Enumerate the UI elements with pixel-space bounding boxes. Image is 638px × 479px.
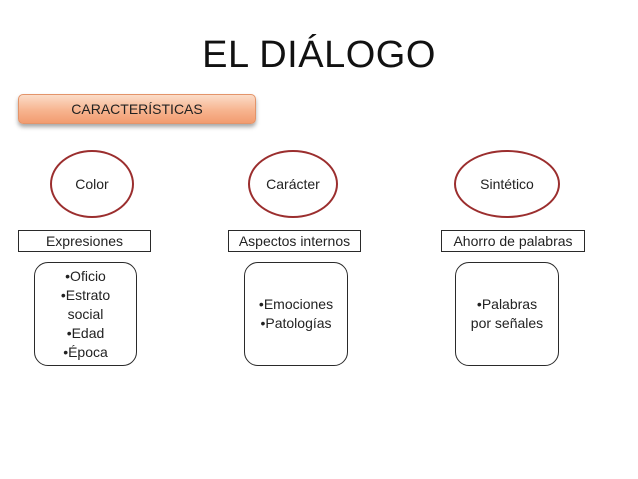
rect-expresiones: Expresiones <box>18 230 151 252</box>
ellipse-color: Color <box>50 150 134 218</box>
list-item: •Oficio <box>65 267 106 284</box>
page-title: EL DIÁLOGO <box>202 34 436 76</box>
ellipse-sintetico: Sintético <box>454 150 560 218</box>
list-item: •Emociones <box>258 296 334 312</box>
box-ahorro-items: •Palabras por señales <box>455 262 559 366</box>
ellipse-caracter: Carácter <box>248 150 338 218</box>
list-item: •Edad <box>66 324 105 341</box>
list-item: •Palabras <box>476 296 538 312</box>
list-item: •Patologías <box>260 315 332 331</box>
rect-ahorro-de-palabras: Ahorro de palabras <box>441 230 585 252</box>
rect-aspectos-internos: Aspectos internos <box>228 230 361 252</box>
list-item: •Estrato <box>60 286 111 303</box>
list-item: •Época <box>63 343 108 360</box>
characteristics-banner: CARACTERÍSTICAS <box>18 94 256 124</box>
list-item: por señales <box>470 315 544 331</box>
box-expresiones-items: •Oficio •Estrato social •Edad •Época <box>34 262 137 366</box>
list-item: social <box>67 305 104 322</box>
box-aspectos-internos-items: •Emociones •Patologías <box>244 262 348 366</box>
